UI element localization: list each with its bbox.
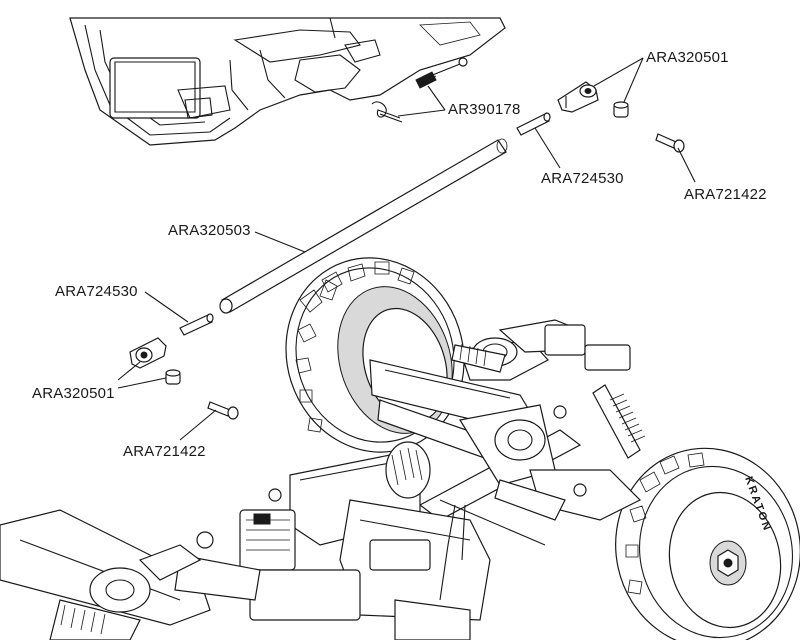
link-rod-part xyxy=(219,138,508,314)
label-ara320503: ARA320503 xyxy=(168,222,251,239)
chassis-assembly: KRATON xyxy=(0,257,800,640)
leader-lines xyxy=(117,57,696,441)
label-ar390178: AR390178 xyxy=(448,101,521,118)
shock-absorbers xyxy=(451,343,646,459)
screw-lower-part xyxy=(207,401,239,420)
part-labels: AR390178 ARA320501 ARA724530 ARA721422 A… xyxy=(32,49,767,460)
center-chassis xyxy=(418,404,642,546)
label-ara724530-lower: ARA724530 xyxy=(55,283,138,300)
body-clip-part xyxy=(371,101,403,123)
pivot-ball-upper-part xyxy=(613,101,629,118)
front-left-suspension xyxy=(0,509,261,640)
rod-end-upper-part xyxy=(557,81,599,113)
label-ara721422-upper: ARA721422 xyxy=(684,186,767,203)
front-wheel: KRATON xyxy=(615,447,800,640)
pin-lower-part xyxy=(179,313,214,336)
ball-stud-part xyxy=(415,57,468,89)
pin-upper-part xyxy=(516,112,551,136)
label-ara320501-lower: ARA320501 xyxy=(32,385,115,402)
body-shell xyxy=(69,17,506,146)
label-ara320501-upper: ARA320501 xyxy=(646,49,729,66)
label-ara724530-upper: ARA724530 xyxy=(541,170,624,187)
screw-upper-part xyxy=(655,133,685,153)
rod-end-lower-part xyxy=(129,337,167,369)
chassis-details xyxy=(196,405,587,640)
pivot-ball-lower-part xyxy=(165,369,181,385)
motor-esc xyxy=(239,441,491,621)
label-ara721422-lower: ARA721422 xyxy=(123,443,206,460)
